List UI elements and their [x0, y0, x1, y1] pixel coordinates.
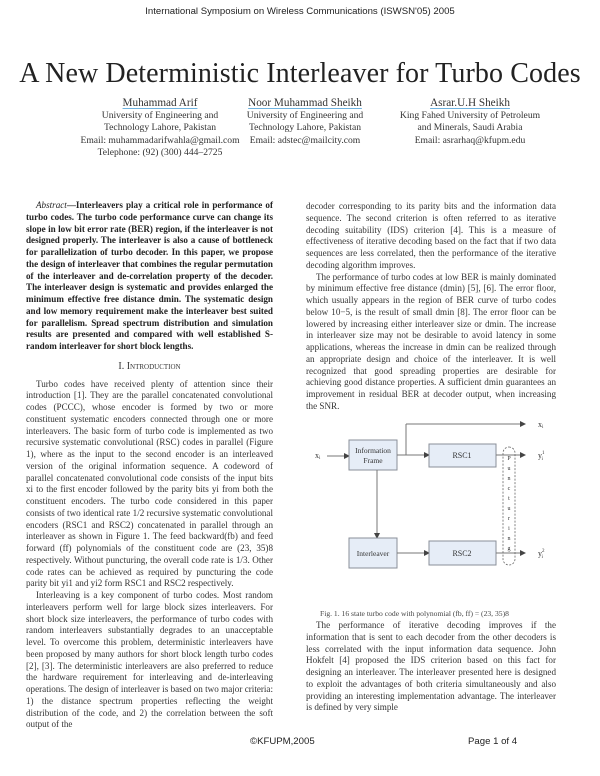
author-name[interactable]: Noor Muhammad Sheikh: [248, 97, 362, 109]
footer-copyright: ©KFUPM,2005: [250, 736, 315, 747]
author-email: Email: adstec@mailcity.com: [249, 134, 361, 146]
author-telephone: Telephone: (92) (300) 444–2725: [97, 147, 223, 159]
svg-text:u: u: [508, 506, 511, 512]
abstract-label: Abstract: [36, 200, 67, 210]
svg-text:t: t: [508, 496, 510, 502]
svg-text:RSC1: RSC1: [452, 451, 471, 460]
running-head: International Symposium on Wireless Comm…: [145, 6, 455, 17]
author-affiliation: Technology Lahore, Pakistan: [103, 122, 217, 134]
svg-text:g: g: [508, 546, 511, 552]
author-affiliation: King Fahed University of Petroleum: [399, 110, 541, 121]
svg-text:n: n: [508, 536, 511, 542]
author-email: Email: muhammadarifwahla@gmail.com: [80, 134, 240, 146]
author-block-3: Asrar.U.H Sheikh King Fahed University o…: [380, 96, 560, 147]
right-column: decoder corresponding to its parity bits…: [306, 201, 556, 413]
author-affiliation: Technology Lahore, Pakistan: [248, 122, 362, 134]
svg-text:Frame: Frame: [363, 456, 383, 465]
intro-paragraph-3: decoder corresponding to its parity bits…: [306, 201, 556, 270]
svg-text:c: c: [508, 486, 511, 492]
svg-text:i: i: [508, 526, 510, 532]
svg-text:RSC2: RSC2: [452, 549, 471, 558]
abstract-text: —Interleavers play a critical role in pe…: [26, 200, 273, 351]
svg-text:u: u: [508, 466, 511, 472]
author-name[interactable]: Muhammad Arif: [122, 97, 198, 109]
puncturing-block: [502, 446, 516, 566]
author-block-1: Muhammad Arif University of Engineering …: [60, 96, 260, 160]
input-label-xi: xi: [315, 451, 321, 461]
svg-text:n: n: [508, 476, 511, 482]
author-block-2: Noor Muhammad Sheikh University of Engin…: [240, 96, 370, 147]
author-email: Email: asrarhaq@kfupm.edu: [414, 134, 526, 146]
information-frame-block: [348, 439, 398, 471]
figure-caption: Fig. 1. 16 state turbo code with polynom…: [320, 609, 509, 618]
author-affiliation: and Minerals, Saudi Arabia: [417, 122, 523, 134]
rsc2-block: [428, 540, 497, 566]
author-affiliation: University of Engineering and: [246, 110, 364, 121]
abstract: Abstract—Interleavers play a critical ro…: [26, 200, 273, 353]
left-column: Abstract—Interleavers play a critical ro…: [26, 200, 273, 731]
author-affiliation: University of Engineering and: [101, 110, 219, 121]
output-label-xi: xi: [538, 420, 544, 430]
svg-text:Information: Information: [355, 446, 391, 455]
intro-paragraph-2: Interleaving is a key component of turbo…: [26, 590, 273, 730]
paper-title: A New Deterministic Interleaver for Turb…: [19, 58, 581, 89]
right-column-continued: The performance of iterative decoding im…: [306, 620, 556, 714]
svg-text:r: r: [508, 516, 510, 522]
svg-text:Interleaver: Interleaver: [357, 549, 390, 558]
intro-paragraph-5: The performance of iterative decoding im…: [306, 620, 556, 713]
intro-paragraph-4: The performance of turbo codes at low BE…: [306, 271, 556, 411]
svg-text:P: P: [507, 456, 511, 462]
section-heading-introduction: I. Introduction: [118, 360, 181, 372]
footer-page-number: Page 1 of 4: [468, 736, 518, 747]
author-name[interactable]: Asrar.U.H Sheikh: [430, 97, 510, 109]
intro-paragraph-1: Turbo codes have received plenty of atte…: [26, 378, 273, 589]
